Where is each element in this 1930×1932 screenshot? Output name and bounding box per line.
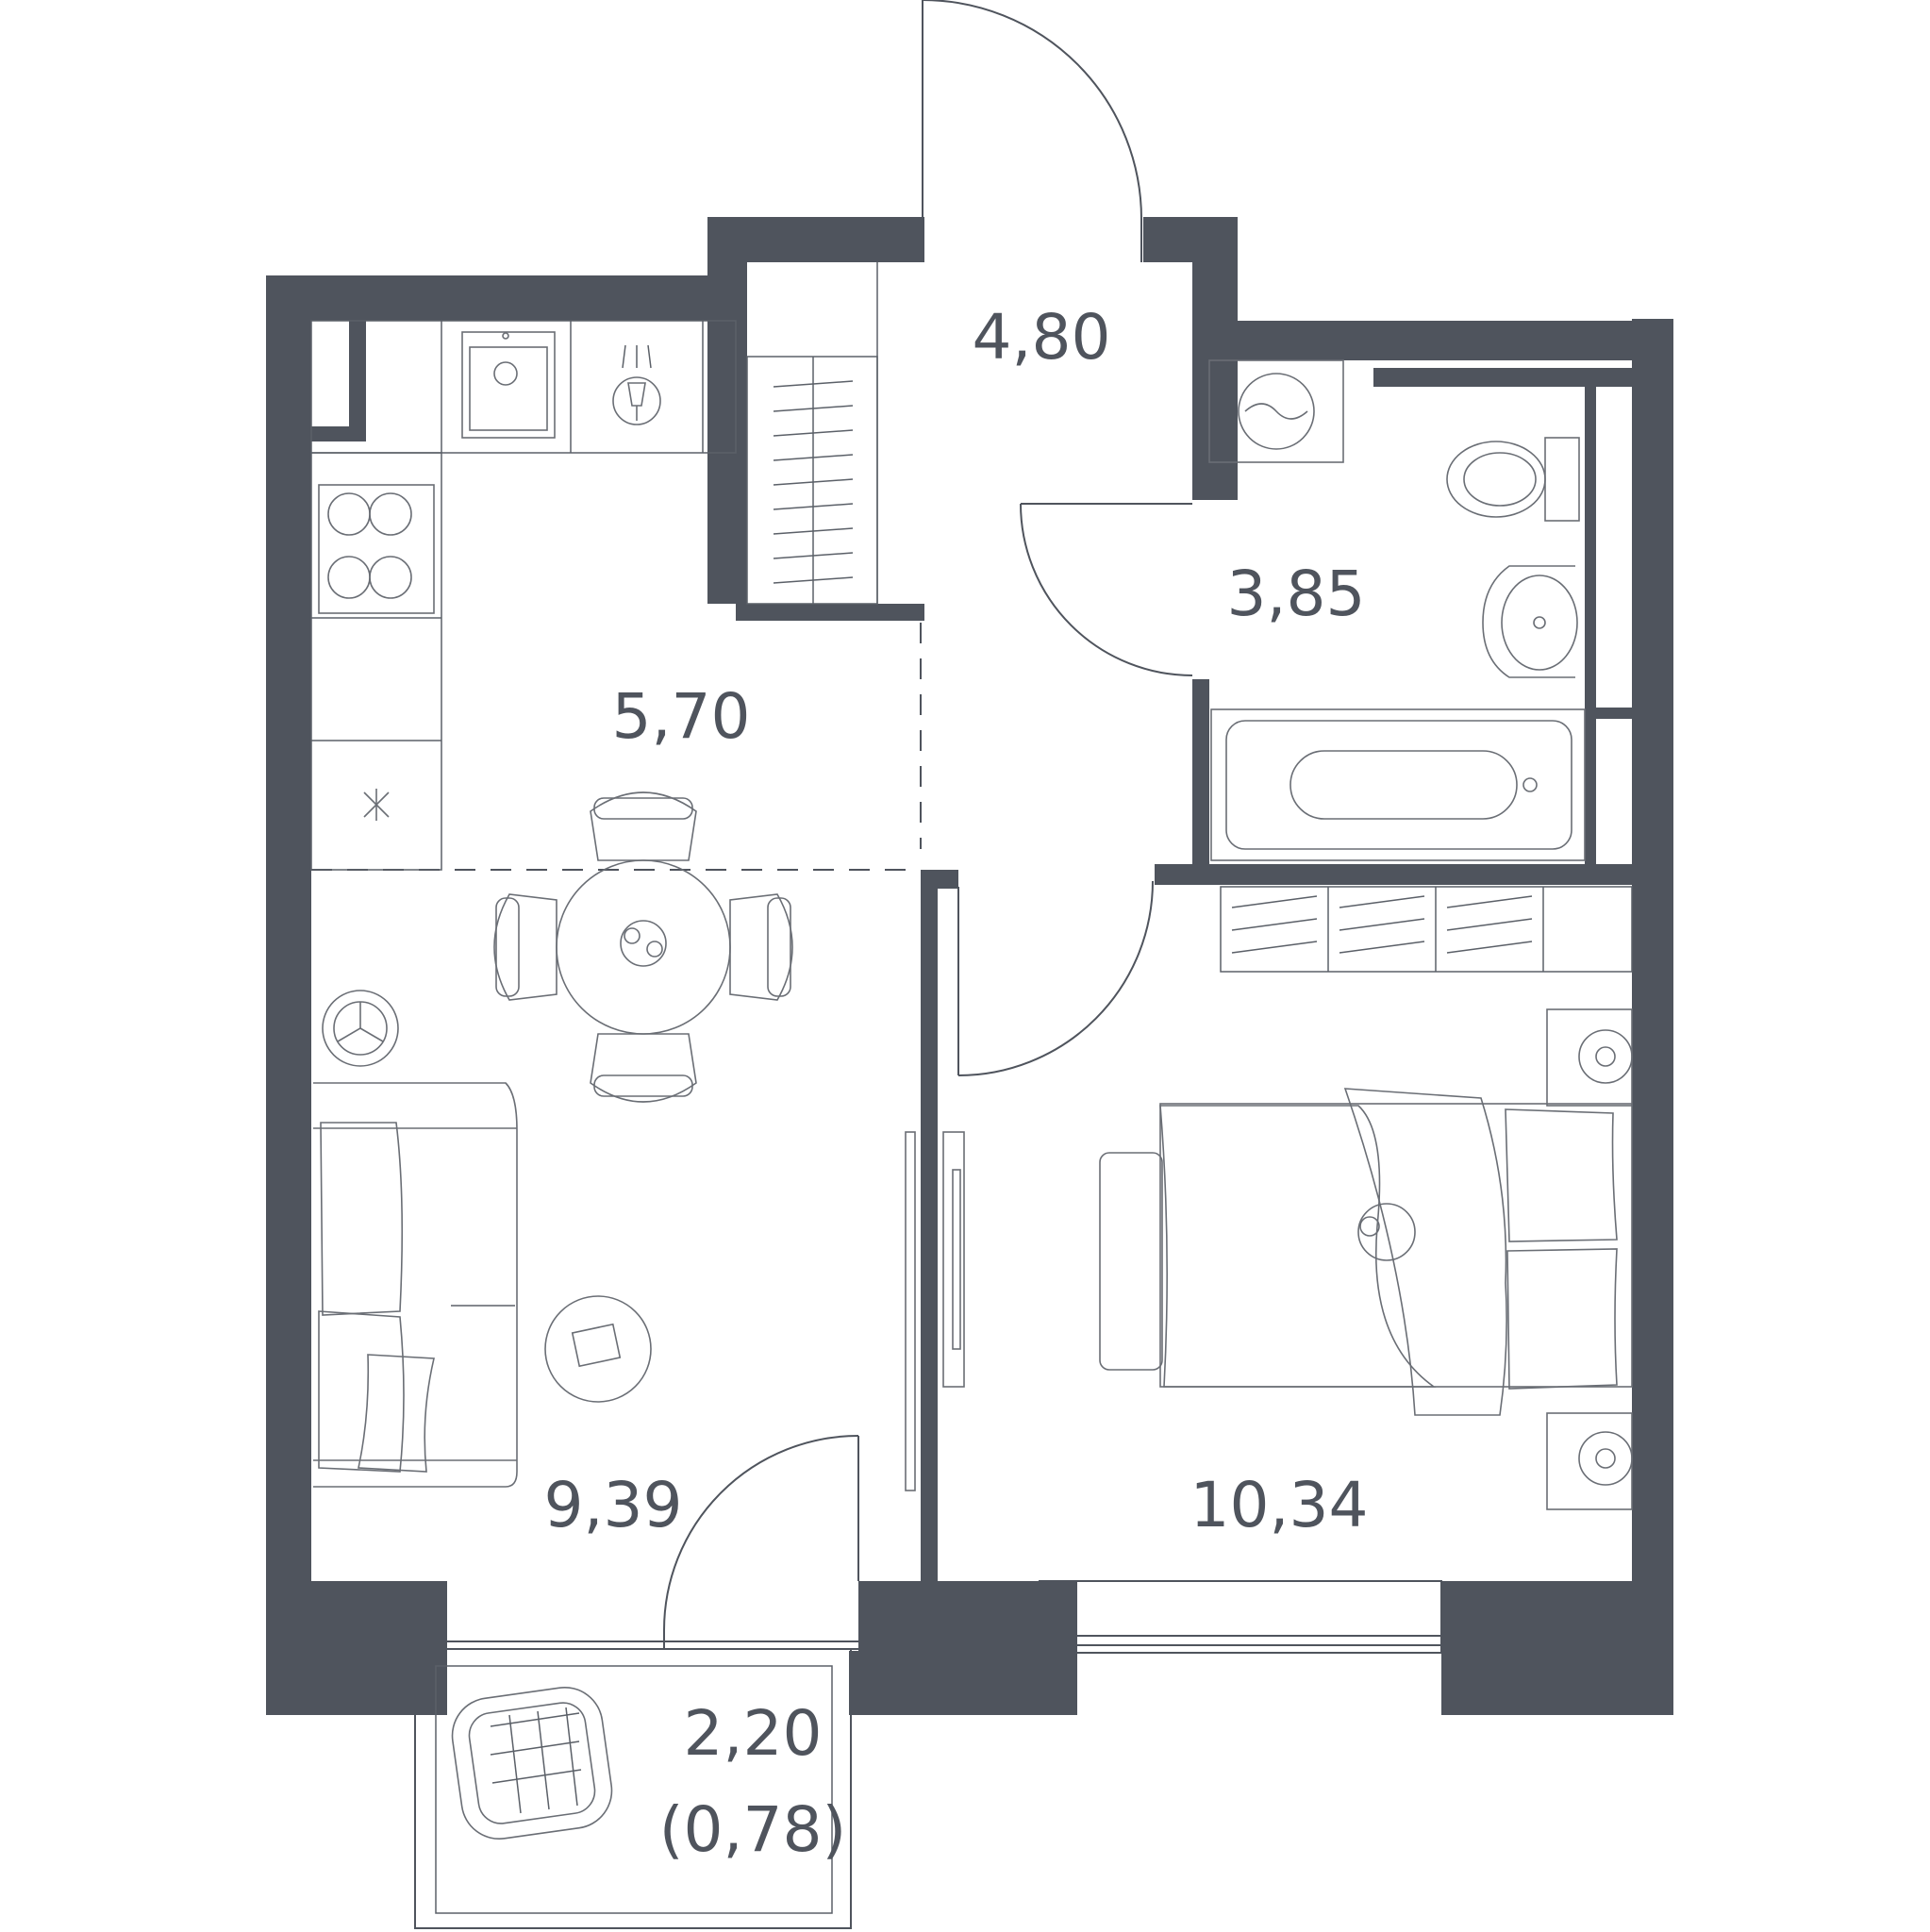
washing-machine-icon (1208, 359, 1344, 463)
plant-icon (620, 920, 667, 967)
dining-table (493, 791, 793, 1103)
doors (663, 0, 1193, 1649)
kitchen-area: 5,70 (612, 680, 751, 753)
balcony-furniture (451, 1686, 613, 1840)
area-labels: 4,80 3,85 5,70 9,39 10,34 2,20 (0,78) (544, 301, 1369, 1866)
cooktop-icon (318, 484, 435, 614)
tv-panel (942, 1131, 965, 1388)
bedroom-wardrobe (1220, 886, 1633, 973)
living-furniture (313, 791, 916, 1491)
nightstand-bottom (1546, 1412, 1633, 1510)
tv-stand (905, 1131, 916, 1491)
bathroom-area: 3,85 (1227, 558, 1366, 630)
zone-separators (311, 623, 922, 871)
balcony-reduced-area: (0,78) (659, 1793, 846, 1866)
washbasin-icon (1482, 565, 1578, 678)
bathtub-icon (1210, 708, 1586, 861)
hall-area: 4,80 (973, 301, 1111, 374)
fridge-icon (363, 789, 390, 821)
hall-wardrobe (746, 262, 878, 605)
living-area: 9,39 (544, 1469, 683, 1541)
bedroom-furniture (942, 886, 1633, 1510)
nightstand-top (1546, 1008, 1633, 1107)
bench (1099, 1152, 1163, 1371)
windows (414, 1580, 1442, 1929)
walls (266, 217, 1673, 1715)
coffee-table (544, 1295, 652, 1403)
dishwasher-icon (612, 344, 661, 425)
cat-icon (1357, 1203, 1416, 1261)
kitchen-furniture (310, 320, 737, 871)
floor-lamp-icon (322, 990, 399, 1067)
toilet-icon (1446, 437, 1580, 522)
balcony-area: 2,20 (684, 1697, 823, 1770)
bedroom-area: 10,34 (1190, 1469, 1369, 1541)
bathroom-fixtures (1208, 359, 1586, 861)
laundry-basket-icon (451, 1686, 613, 1840)
sofa (313, 1082, 518, 1488)
bed (1159, 1088, 1633, 1416)
sink-icon (461, 331, 556, 439)
